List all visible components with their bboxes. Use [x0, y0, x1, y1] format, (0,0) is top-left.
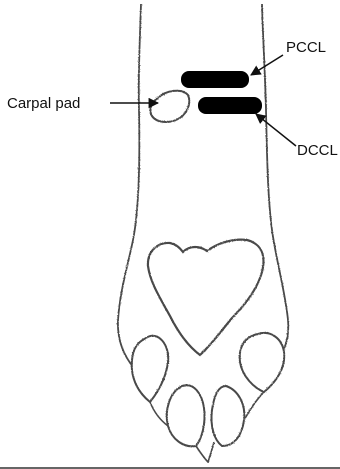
- dccl-marker: [198, 97, 262, 114]
- carpal-pad: [150, 91, 189, 122]
- metacarpal-pad: [148, 240, 264, 355]
- digital-pad-4: [240, 333, 285, 392]
- digital-pad-1: [132, 336, 168, 402]
- carpal-pad-label: Carpal pad: [7, 95, 80, 112]
- toe-web-left: [150, 402, 168, 426]
- dccl-arrow: [256, 114, 296, 146]
- pccl-arrow: [251, 55, 283, 75]
- toe-web-center: [196, 442, 214, 462]
- pccl-label: PCCL: [286, 39, 326, 56]
- toe-web-right: [244, 392, 264, 420]
- digital-pad-2: [167, 385, 205, 446]
- digital-pad-3: [211, 386, 244, 446]
- limb-outline-left: [118, 4, 141, 368]
- pccl-marker: [181, 71, 249, 88]
- dccl-label: DCCL: [297, 142, 338, 159]
